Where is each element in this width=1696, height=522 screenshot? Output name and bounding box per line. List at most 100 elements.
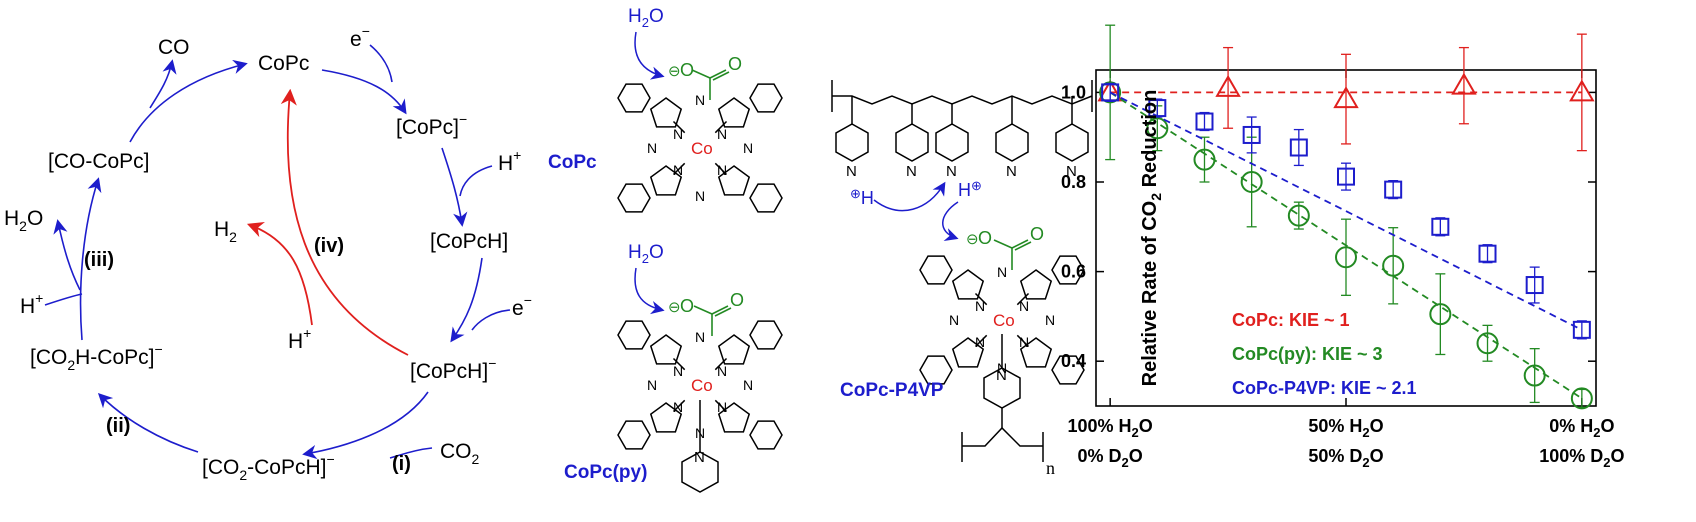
p4vp-polymer	[831, 80, 1093, 162]
species-copc: CoPc	[258, 52, 309, 75]
pyrrole-ring	[717, 165, 751, 196]
copc-p4vp-axial-n: N	[996, 367, 1007, 384]
copc-py-carboxylate	[693, 305, 732, 336]
copc-water: H2O	[628, 6, 664, 30]
pyrrole-nitrogen: N	[673, 126, 683, 142]
data-point	[1289, 138, 1308, 157]
data-point	[1148, 99, 1167, 118]
species-h2o: H2O	[4, 207, 43, 234]
pyrrole-ring	[649, 165, 683, 196]
copc-carboxylate-o1: O	[680, 60, 694, 80]
pyrrole-ring	[717, 334, 751, 365]
step-label-i: (i)	[392, 453, 411, 475]
copc-py-carboxylate-minus: ⊖	[668, 299, 681, 316]
data-point	[1242, 125, 1261, 144]
co-n-bond	[974, 334, 988, 348]
p4vp-proton-2: H⊕	[958, 178, 982, 200]
pyrrole-nitrogen: N	[975, 334, 985, 350]
pyrrole-nitrogen: N	[673, 363, 683, 379]
p4vp-n-4: N	[1006, 163, 1017, 180]
copc-p4vp-carboxylate-o2: O	[1030, 224, 1044, 244]
copc-py-structure-label: CoPc(py)	[564, 462, 647, 483]
x-tick-label-h2o: 100% H2O	[1068, 416, 1153, 440]
data-point	[1523, 364, 1546, 387]
data-point	[1431, 217, 1450, 236]
pyrrole-nitrogen: N	[1019, 334, 1029, 350]
co-n-bond	[714, 162, 728, 176]
co-n-bond	[672, 357, 686, 371]
arrow-copch-to-anion	[450, 257, 483, 343]
meso-nitrogen: N	[743, 140, 753, 156]
pyrrole-ring	[717, 402, 751, 433]
data-point	[1287, 204, 1310, 227]
arrow-electron-in-1	[369, 44, 393, 83]
arrow-co-out	[149, 59, 177, 109]
arrow-electron-in-2	[471, 309, 511, 331]
co-n-bond	[672, 399, 686, 413]
reagent-electron-2: e−	[512, 292, 532, 320]
series-square	[1101, 82, 1591, 340]
series-layer	[1097, 24, 1595, 410]
copc-carboxylate-o2: O	[728, 54, 742, 74]
data-point	[1384, 180, 1403, 199]
meso-nitrogen: N	[997, 264, 1007, 280]
co-n-bond	[714, 120, 728, 134]
arrow-h2-out	[246, 221, 313, 326]
legend-entry-copc: CoPc: KIE ~ 1	[1232, 310, 1350, 330]
pyrrole-ring	[951, 269, 985, 300]
pyrrole-nitrogen: N	[717, 363, 727, 379]
pyrrole-ring	[649, 97, 683, 128]
x-tick-label-d2o: 0% D2O	[1078, 446, 1143, 470]
p4vp-n-2: N	[906, 163, 917, 180]
benzo-ring	[749, 83, 783, 113]
pyrrole-ring	[649, 402, 683, 433]
meso-nitrogen: N	[695, 329, 705, 345]
copc-py-axial-n: N	[694, 449, 705, 466]
copc-py-axial-pyridine	[681, 400, 719, 493]
copc-py-carboxylate-o1: O	[680, 296, 694, 316]
copc-structure-label: CoPc	[548, 152, 597, 173]
co-n-bond	[714, 357, 728, 371]
cobalt-center: Co	[691, 376, 713, 395]
co-n-bond	[714, 399, 728, 413]
co-n-bond	[1016, 334, 1030, 348]
cobalt-center: Co	[993, 311, 1015, 330]
pyrrole-nitrogen: N	[673, 399, 683, 415]
species-co2-copch: [CO2-CoPcH]−	[202, 451, 335, 483]
step-label-iii: (iii)	[84, 249, 114, 271]
chart-legend: CoPc: KIE ~ 1 CoPc(py): KIE ~ 3 CoPc-P4V…	[1232, 310, 1417, 398]
data-point	[1337, 167, 1355, 186]
fit-line	[1109, 91, 1583, 331]
data-point	[1335, 246, 1357, 269]
pyrrole-ring	[951, 337, 985, 368]
arrow-step-iv	[280, 88, 409, 356]
data-point	[1382, 254, 1405, 277]
data-point	[1572, 320, 1591, 339]
copc-p4vp-carboxylate	[993, 239, 1032, 270]
pyrrole-nitrogen: N	[975, 298, 985, 314]
step-label-ii: (ii)	[106, 415, 130, 437]
benzo-ring	[617, 320, 651, 350]
arrow-step-to-copc	[129, 59, 248, 143]
data-point	[1429, 303, 1452, 326]
p4vp-n-1: N	[846, 163, 857, 180]
meso-nitrogen: N	[647, 377, 657, 393]
pyrrole-nitrogen: N	[717, 399, 727, 415]
copc-carboxylate	[691, 69, 730, 100]
pyrrole-nitrogen: N	[717, 126, 727, 142]
data-point	[1195, 112, 1214, 131]
y-axis-ticks: 0.40.60.81.0	[1061, 82, 1596, 371]
pyrrole-nitrogen: N	[1019, 298, 1029, 314]
data-point	[1570, 387, 1593, 410]
data-point	[1478, 244, 1497, 263]
reagent-electron-1: e−	[350, 23, 370, 51]
data-point	[1451, 72, 1477, 95]
x-tick-label-d2o: 100% D2O	[1539, 446, 1624, 470]
y-tick-label: 0.8	[1061, 172, 1086, 192]
reagent-proton-1: H+	[498, 147, 521, 175]
arrow-anion-to-copch	[441, 147, 468, 227]
